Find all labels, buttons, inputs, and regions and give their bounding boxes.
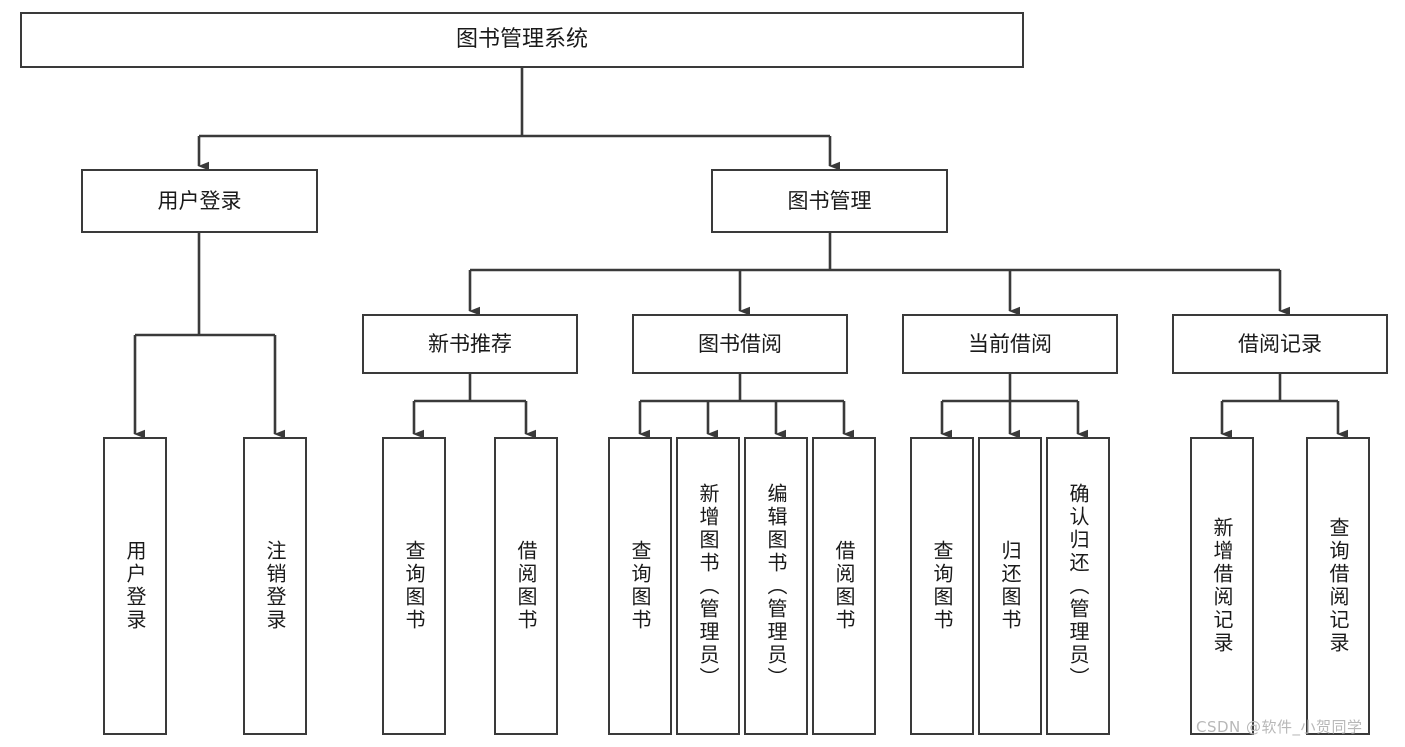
node-leaf-query-book-recommend[interactable]: 查询图书 [382,437,446,735]
node-user-login[interactable]: 用户登录 [81,169,318,233]
node-leaf-borrow-book-recommend[interactable]: 借阅图书 [494,437,558,735]
node-new-book-recommend-label: 新书推荐 [428,331,512,356]
node-leaf-borrow-book-recommend-label: 借阅图书 [514,540,538,632]
node-leaf-confirm-return[interactable]: 确认归还（管理员） [1046,437,1110,735]
node-leaf-add-borrow-record-label: 新增借阅记录 [1210,517,1234,655]
node-root-book-management-system[interactable]: 图书管理系统 [20,12,1024,68]
csdn-watermark: CSDN @软件_小贺同学 [1196,718,1363,736]
node-new-book-recommend[interactable]: 新书推荐 [362,314,578,374]
node-user-login-label: 用户登录 [157,188,242,213]
node-leaf-query-borrow-record-label: 查询借阅记录 [1326,517,1350,655]
node-book-management[interactable]: 图书管理 [711,169,948,233]
node-leaf-user-login[interactable]: 用户登录 [103,437,167,735]
node-leaf-query-book-current[interactable]: 查询图书 [910,437,974,735]
node-leaf-query-book-current-label: 查询图书 [930,540,954,632]
node-leaf-edit-book[interactable]: 编辑图书（管理员） [744,437,808,735]
node-book-borrow-label: 图书借阅 [698,331,782,356]
node-leaf-query-book-recommend-label: 查询图书 [402,540,426,632]
node-leaf-add-book-label: 新增图书（管理员） [696,482,720,690]
node-leaf-query-book-borrow-label: 查询图书 [628,540,652,632]
node-borrow-record-label: 借阅记录 [1238,331,1322,356]
node-root-label: 图书管理系统 [455,27,588,53]
node-leaf-add-borrow-record[interactable]: 新增借阅记录 [1190,437,1254,735]
node-leaf-logout-login-label: 注销登录 [263,540,287,632]
node-leaf-user-login-label: 用户登录 [123,540,147,632]
node-current-borrow[interactable]: 当前借阅 [902,314,1118,374]
node-leaf-query-borrow-record[interactable]: 查询借阅记录 [1306,437,1370,735]
node-leaf-logout-login[interactable]: 注销登录 [243,437,307,735]
node-leaf-borrow-book-label: 借阅图书 [832,540,856,632]
node-leaf-return-book[interactable]: 归还图书 [978,437,1042,735]
node-leaf-confirm-return-label: 确认归还（管理员） [1066,482,1090,690]
node-leaf-add-book[interactable]: 新增图书（管理员） [676,437,740,735]
node-current-borrow-label: 当前借阅 [968,331,1052,356]
node-leaf-query-book-borrow[interactable]: 查询图书 [608,437,672,735]
node-leaf-borrow-book[interactable]: 借阅图书 [812,437,876,735]
node-book-management-label: 图书管理 [787,188,872,213]
node-borrow-record[interactable]: 借阅记录 [1172,314,1388,374]
node-leaf-edit-book-label: 编辑图书（管理员） [764,482,788,690]
node-book-borrow[interactable]: 图书借阅 [632,314,848,374]
node-leaf-return-book-label: 归还图书 [998,540,1022,632]
